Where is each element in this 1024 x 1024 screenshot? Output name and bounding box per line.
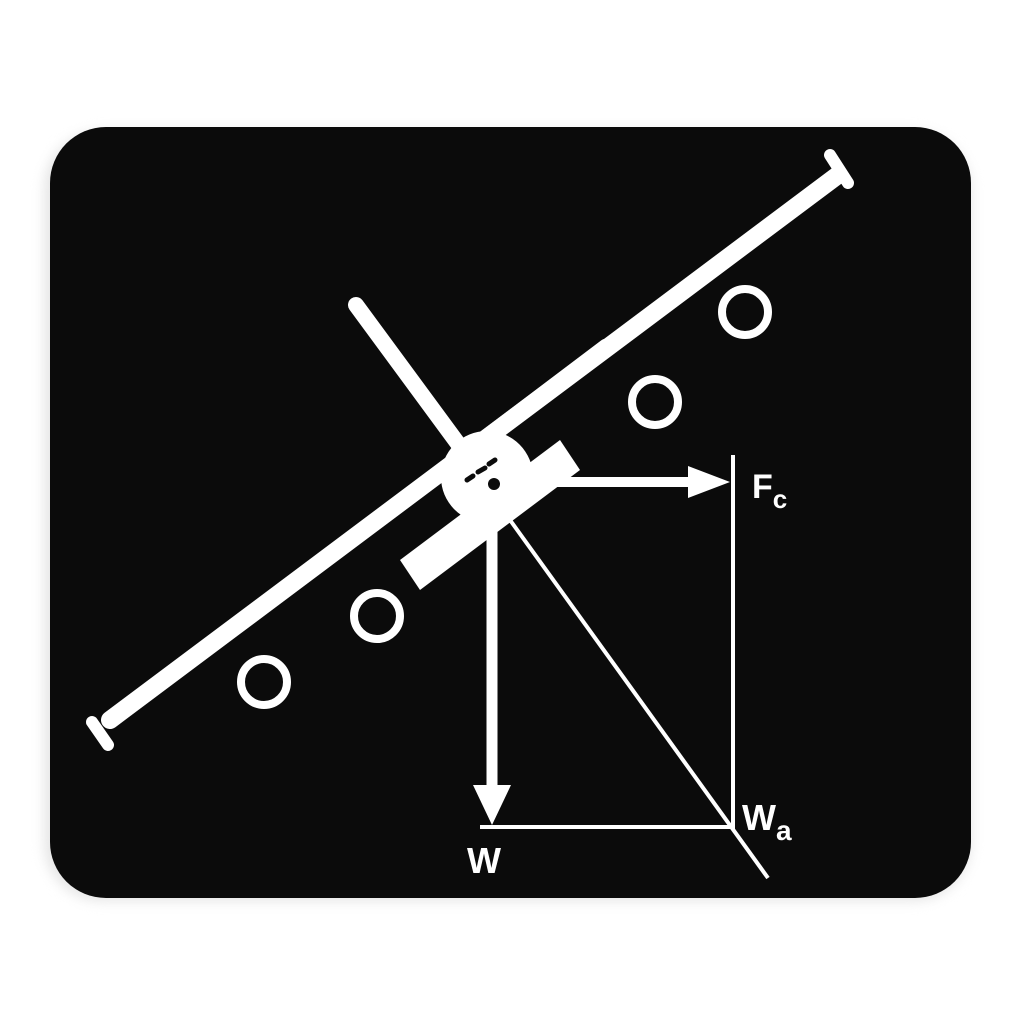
centripetal-force-arrow <box>540 466 730 498</box>
aircraft-icon <box>86 149 854 751</box>
wa-label: Wa <box>742 797 792 846</box>
engine-icons <box>237 285 772 709</box>
weight-arrow <box>473 510 511 825</box>
w-label: W <box>467 840 501 881</box>
construction-lines <box>480 455 770 880</box>
fc-label: Fc <box>752 468 787 514</box>
cockpit-windows-icon <box>464 457 500 490</box>
